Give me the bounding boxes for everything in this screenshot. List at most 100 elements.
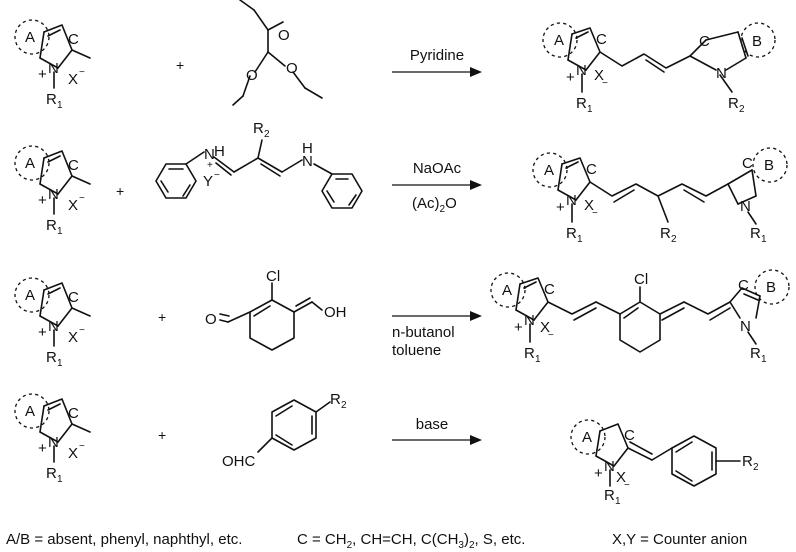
reactant-indolium-2: A C N + X − R 1 <box>14 145 91 237</box>
label-sub-1: 1 <box>577 234 583 245</box>
reactant-indolium-4: A C N + X − R 1 <box>14 393 91 485</box>
label-R: R <box>742 453 753 470</box>
label-A: A <box>544 162 554 179</box>
label-C: C <box>742 155 753 172</box>
label-sub-2: 2 <box>264 129 270 140</box>
label-plus: + <box>566 69 575 86</box>
reaction-arrow-3: n-butanol toluene <box>392 311 482 359</box>
label-X: X <box>68 197 78 214</box>
label-sub-1: 1 <box>761 354 767 365</box>
label-N: N <box>48 186 59 203</box>
condition-toluene: toluene <box>392 342 441 359</box>
label-O: O <box>205 311 217 328</box>
label-R: R <box>46 91 57 108</box>
label-N: N <box>740 318 751 335</box>
label-minus: − <box>79 193 85 204</box>
label-N: N <box>604 458 615 475</box>
label-R: R <box>750 225 761 242</box>
label-Cl: Cl <box>266 268 280 285</box>
label-N: N <box>204 146 215 163</box>
label-minus: − <box>624 480 630 491</box>
label-C: C <box>68 31 79 48</box>
reactant-benzaldehyde: R 2 OHC <box>222 391 347 470</box>
label-N: N <box>524 312 535 329</box>
label-A: A <box>502 282 512 299</box>
label-C: C <box>738 277 749 294</box>
label-sub-1: 1 <box>57 474 63 485</box>
label-sub-2: 2 <box>739 104 745 115</box>
label-sub-1: 1 <box>57 358 63 369</box>
label-minus: − <box>592 208 598 219</box>
label-X: X <box>594 67 604 84</box>
label-OHC: OHC <box>222 453 256 470</box>
reactant-chloro-dialdehyde: Cl O OH <box>205 268 347 351</box>
label-C: C <box>624 427 635 444</box>
label-H: H <box>214 143 225 160</box>
label-R: R <box>576 95 587 112</box>
label-plus: + <box>38 324 47 341</box>
label-plus: + <box>38 66 47 83</box>
plus-sign-row3: + <box>158 309 166 325</box>
label-R: R <box>46 349 57 366</box>
label-R: R <box>46 217 57 234</box>
label-A: A <box>582 429 592 446</box>
condition-ac2o: (Ac)2O <box>412 195 457 215</box>
condition-base: base <box>416 416 449 433</box>
label-OH: OH <box>324 304 347 321</box>
label-A: A <box>25 29 35 46</box>
label-H: H <box>302 140 313 157</box>
footnote-xy: X,Y = Counter anion <box>612 531 747 548</box>
reactant-indolium-1: A C N + X − R 1 <box>14 19 91 111</box>
reaction-arrow-4: base <box>392 416 482 445</box>
reactant-orthoformate: O O O <box>232 0 323 106</box>
label-minus: − <box>602 78 608 89</box>
plus-sign-row2: + <box>116 183 124 199</box>
label-N: N <box>740 198 751 215</box>
label-Y: Y <box>203 173 213 190</box>
label-sub-1: 1 <box>57 226 63 237</box>
label-O-3: O <box>286 60 298 77</box>
label-B: B <box>764 157 774 174</box>
label-plus: + <box>594 465 603 482</box>
label-A: A <box>25 155 35 172</box>
label-N: N <box>48 434 59 451</box>
label-R: R <box>330 391 341 408</box>
label-C: C <box>68 405 79 422</box>
label-C: C <box>596 31 607 48</box>
label-A: A <box>25 403 35 420</box>
label-X: X <box>584 197 594 214</box>
label-C: C <box>544 281 555 298</box>
label-Cl: Cl <box>634 271 648 288</box>
label-N: N <box>48 318 59 335</box>
label-C: C <box>586 161 597 178</box>
label-minus: − <box>79 67 85 78</box>
label-N: N <box>48 60 59 77</box>
condition-n-butanol: n-butanol <box>392 324 455 341</box>
label-sub-2: 2 <box>341 400 347 411</box>
label-minus: − <box>214 170 220 181</box>
label-sub-1: 1 <box>587 104 593 115</box>
condition-pyridine: Pyridine <box>410 47 464 64</box>
label-sub-1: 1 <box>57 100 63 111</box>
label-C: C <box>68 289 79 306</box>
label-A: A <box>25 287 35 304</box>
reactant-dianil: N H + Y − R 2 N H <box>155 120 363 209</box>
label-sub-1: 1 <box>615 496 621 507</box>
label-sub-1: 1 <box>535 354 541 365</box>
plus-sign-row1: + <box>176 57 184 73</box>
label-X: X <box>540 319 550 336</box>
label-R: R <box>253 120 264 137</box>
legend-footnote: A/B = absent, phenyl, naphthyl, etc. C =… <box>6 531 747 551</box>
product-trimethine-cyanine: A C N + X − R 1 C B N R 2 <box>542 22 776 115</box>
reactant-indolium-3: A C N + X − R 1 <box>14 277 91 369</box>
label-minus: − <box>79 441 85 452</box>
label-minus: − <box>548 330 554 341</box>
label-R: R <box>604 487 615 504</box>
label-C: C <box>68 157 79 174</box>
label-sub-2: 2 <box>753 462 759 473</box>
label-sub-1: 1 <box>761 234 767 245</box>
label-R: R <box>566 225 577 242</box>
label-C: C <box>699 33 710 50</box>
label-minus: − <box>79 325 85 336</box>
